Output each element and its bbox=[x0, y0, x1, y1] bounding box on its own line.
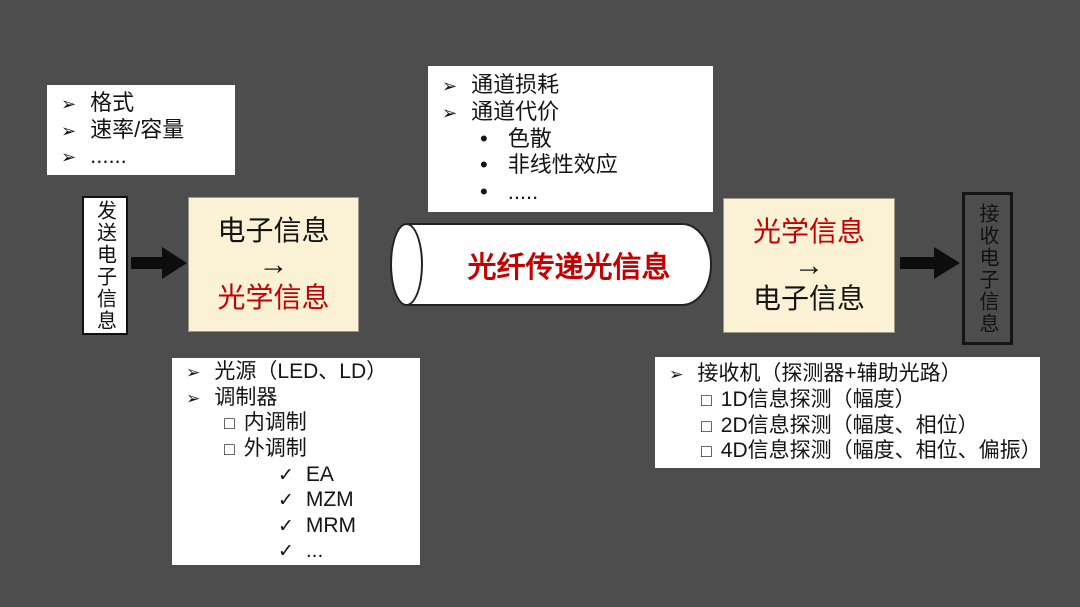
list-item: ➢ 光源（LED、LD） bbox=[182, 359, 410, 385]
list-item: ➢...... bbox=[57, 143, 225, 170]
list-item: ➢ 格式 bbox=[57, 90, 225, 117]
optical-to-electrical-box: 光学信息 → 电子信息 bbox=[723, 198, 895, 333]
list-item-text: 调制器 bbox=[214, 385, 278, 409]
receive-electrical-signal-box: 接收电子信息 bbox=[962, 192, 1013, 345]
check-bullet-icon: ✓ bbox=[278, 515, 294, 537]
transmitter-components-box: ➢光源（LED、LD）➢调制器□内调制□外调制✓EA✓MZM✓MRM✓... bbox=[172, 358, 420, 565]
list-item-text: 格式 bbox=[90, 89, 135, 115]
list-item: ➢ 通道损耗 bbox=[438, 72, 703, 99]
flow-arrow-right bbox=[900, 247, 960, 279]
list-item: • 色散 bbox=[438, 126, 703, 153]
list-item: □ 1D信息探测（幅度） bbox=[665, 387, 1030, 413]
list-item: □ 2D信息探测（幅度、相位） bbox=[665, 413, 1030, 439]
eo-top-label: 电子信息 bbox=[217, 215, 330, 247]
list-item: □ 4D信息探测（幅度、相位、偏振） bbox=[665, 438, 1042, 464]
list-item-text: 非线性效应 bbox=[507, 152, 618, 178]
fiber-label: 光纤传递光信息 bbox=[467, 251, 671, 284]
list-item: ✓ MZM bbox=[182, 487, 410, 513]
receiver-components-box: ➢接收机（探测器+辅助光路）□1D信息探测（幅度）□2D信息探测（幅度、相位）□… bbox=[655, 357, 1042, 468]
arrow-bullet-icon: ➢ bbox=[61, 147, 77, 168]
list-item-text: 速率/容量 bbox=[90, 116, 185, 142]
list-item-text: 4D信息探测（幅度、相位、偏振） bbox=[720, 439, 1042, 463]
list-item: • 非线性效应 bbox=[438, 152, 703, 179]
square-bullet-icon: □ bbox=[224, 413, 235, 434]
list-item: ➢ 调制器 bbox=[182, 385, 410, 411]
list-item: ➢ 速率/容量 bbox=[57, 117, 225, 144]
oe-bottom-label: 电子信息 bbox=[752, 282, 865, 314]
electrical-to-optical-box: 电子信息 → 光学信息 bbox=[188, 197, 359, 332]
check-bullet-icon: ✓ bbox=[278, 490, 294, 512]
arrow-bullet-icon: ➢ bbox=[669, 364, 684, 385]
list-item-text: ...... bbox=[90, 143, 127, 169]
arrow-bullet-icon: ➢ bbox=[186, 362, 201, 383]
list-item-text: ..... bbox=[507, 179, 539, 205]
eo-bottom-label: 光学信息 bbox=[217, 281, 330, 313]
signal-properties-box: ➢格式➢速率/容量➢...... bbox=[47, 85, 235, 175]
list-item: ➢ 接收机（探测器+辅助光路） bbox=[665, 361, 1030, 387]
list-item: ✓... bbox=[182, 538, 410, 564]
list-item-text: 1D信息探测（幅度） bbox=[720, 387, 916, 411]
list-item: •..... bbox=[438, 179, 703, 206]
arrow-bullet-icon: ➢ bbox=[442, 102, 458, 123]
list-item-text: 接收机（探测器+辅助光路） bbox=[697, 362, 962, 386]
flow-arrow-left bbox=[131, 247, 187, 279]
square-bullet-icon: □ bbox=[701, 441, 712, 462]
fiber-cylinder: 光纤传递光信息 bbox=[406, 223, 712, 306]
square-bullet-icon: □ bbox=[701, 389, 712, 410]
list-item: □ 内调制 bbox=[182, 410, 410, 436]
square-bullet-icon: □ bbox=[224, 438, 235, 459]
channel-impairments-box: ➢通道损耗➢通道代价•色散•非线性效应•..... bbox=[428, 66, 713, 212]
arrow-bullet-icon: ➢ bbox=[61, 120, 77, 141]
check-bullet-icon: ✓ bbox=[278, 464, 294, 486]
square-bullet-icon: □ bbox=[701, 415, 712, 436]
list-item: ✓ MRM bbox=[182, 513, 410, 539]
list-item-text: ... bbox=[305, 539, 324, 563]
list-item-text: 2D信息探测（幅度、相位） bbox=[720, 413, 979, 437]
list-item-text: 光源（LED、LD） bbox=[214, 360, 388, 384]
list-item-text: MRM bbox=[305, 513, 356, 537]
eo-arrow-icon: → bbox=[258, 247, 289, 281]
list-item-text: EA bbox=[305, 462, 334, 486]
list-item: □ 外调制 bbox=[182, 436, 410, 462]
dot-bullet-icon: • bbox=[480, 152, 488, 178]
list-item-text: 通道代价 bbox=[471, 98, 560, 124]
oe-top-label: 光学信息 bbox=[752, 216, 865, 248]
list-item-text: 色散 bbox=[507, 125, 552, 151]
fiber-cylinder-end-cap bbox=[390, 223, 423, 306]
arrow-bullet-icon: ➢ bbox=[186, 387, 201, 408]
send-electrical-signal-box: 发送电子信息 bbox=[82, 196, 128, 335]
check-bullet-icon: ✓ bbox=[278, 541, 294, 563]
list-item: ✓ EA bbox=[182, 462, 410, 488]
oe-arrow-icon: → bbox=[794, 248, 824, 282]
list-item-text: 外调制 bbox=[243, 436, 307, 460]
dot-bullet-icon: • bbox=[480, 125, 488, 151]
dot-bullet-icon: • bbox=[480, 179, 488, 205]
arrow-bullet-icon: ➢ bbox=[61, 93, 77, 114]
receive-electrical-signal-label: 接收电子信息 bbox=[976, 202, 998, 335]
arrow-bullet-icon: ➢ bbox=[442, 75, 458, 96]
list-item-text: MZM bbox=[305, 488, 354, 512]
list-item: ➢ 通道代价 bbox=[438, 99, 703, 126]
list-item-text: 通道损耗 bbox=[471, 71, 560, 97]
send-electrical-signal-label: 发送电子信息 bbox=[93, 199, 116, 332]
list-item-text: 内调制 bbox=[243, 411, 307, 435]
